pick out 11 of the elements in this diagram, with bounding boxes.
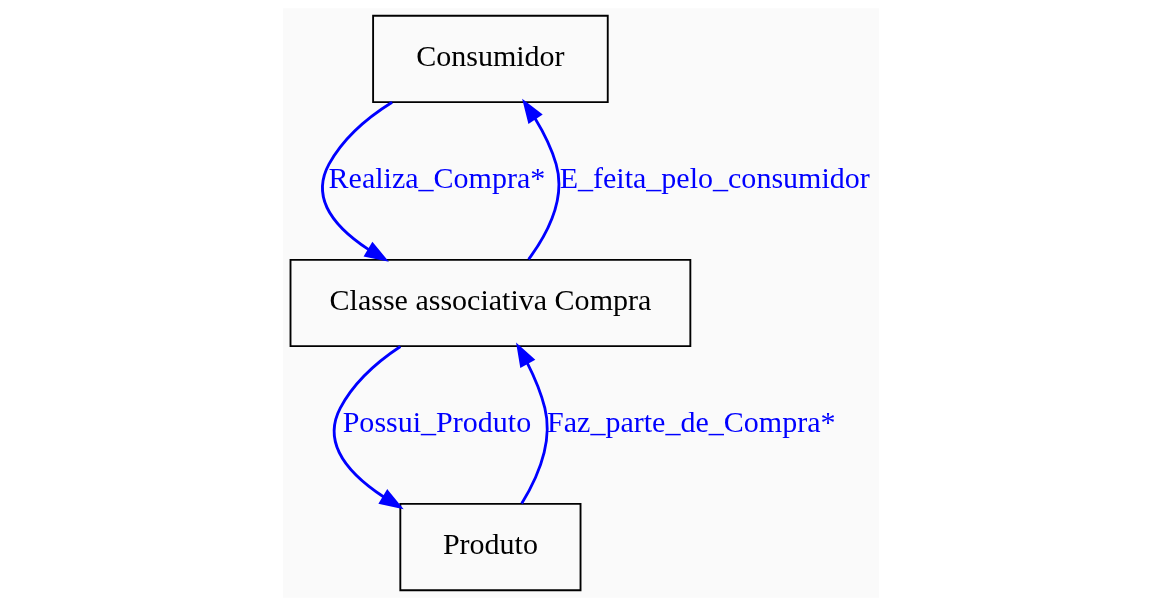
edge-label: Realiza_Compra* (328, 161, 545, 195)
arrow (515, 342, 549, 505)
edge-label: Faz_parte_de_Compra* (546, 405, 835, 439)
edge-label: Possui_Produto (342, 405, 531, 439)
node-box: Produto (398, 502, 581, 592)
arrow (332, 345, 404, 510)
edge-label: E_feita_pelo_consumidor (559, 161, 870, 195)
arrow (320, 101, 393, 262)
arrow (521, 98, 560, 261)
node-box: Consumidor (371, 14, 609, 104)
node-box: Classe associativa Compra (289, 258, 691, 348)
